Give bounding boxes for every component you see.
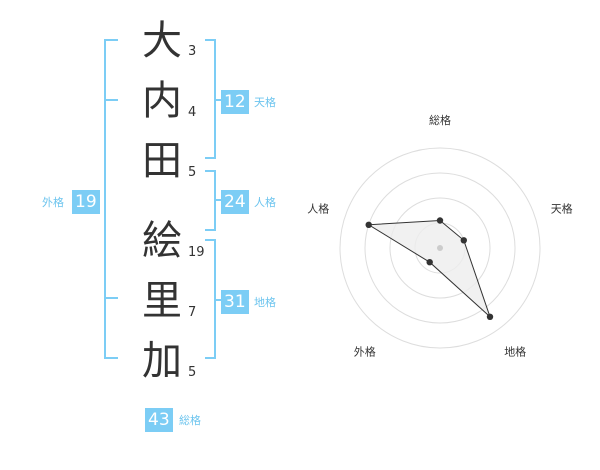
jinkaku-badge: 24 (221, 190, 249, 214)
stroke-count-5: 7 (188, 305, 197, 320)
name-char-4: 絵 (142, 218, 182, 264)
chikaku-badge: 31 (221, 290, 249, 314)
radar-point-5 (365, 221, 372, 228)
soukaku-badge: 43 (145, 408, 173, 432)
name-char-1: 大 (142, 18, 182, 64)
tenkaku-badge: 12 (221, 90, 249, 114)
tenkaku-label: 天格 (254, 96, 276, 109)
soukaku-label: 総格 (179, 414, 201, 427)
stroke-count-1: 3 (188, 44, 197, 59)
radar-point-3 (486, 313, 494, 320)
jinkaku-bracket (205, 170, 221, 231)
stroke-count-6: 5 (188, 365, 197, 380)
gaikaku-label: 外格 (42, 196, 64, 209)
tenkaku-bracket (205, 39, 221, 159)
name-char-3: 田 (142, 138, 182, 184)
name-char-6: 加 (142, 338, 182, 384)
jinkaku-label: 人格 (254, 196, 276, 209)
radar-axis-label-2: 天格 (551, 201, 573, 215)
radar-point-4 (426, 259, 433, 266)
name-char-2: 内 (142, 78, 182, 124)
radar-axis-label-4: 外格 (354, 345, 376, 359)
radar-axis-label-3: 地格 (504, 345, 526, 359)
radar-axis-label-1: 総格 (429, 113, 451, 127)
radar-point-2 (460, 237, 467, 244)
name-char-5: 里 (142, 278, 182, 324)
stroke-count-3: 5 (188, 165, 197, 180)
gaikaku-bracket (104, 39, 118, 359)
stroke-count-2: 4 (188, 105, 197, 120)
stroke-count-4: 19 (188, 245, 205, 260)
chikaku-label: 地格 (254, 296, 276, 309)
radar-point-1 (436, 217, 444, 224)
chikaku-bracket (205, 239, 221, 359)
radar-center-dot (437, 245, 443, 251)
radar-axis-label-5: 人格 (307, 201, 329, 215)
radar-polygon (367, 219, 491, 318)
gaikaku-badge: 19 (72, 190, 100, 214)
